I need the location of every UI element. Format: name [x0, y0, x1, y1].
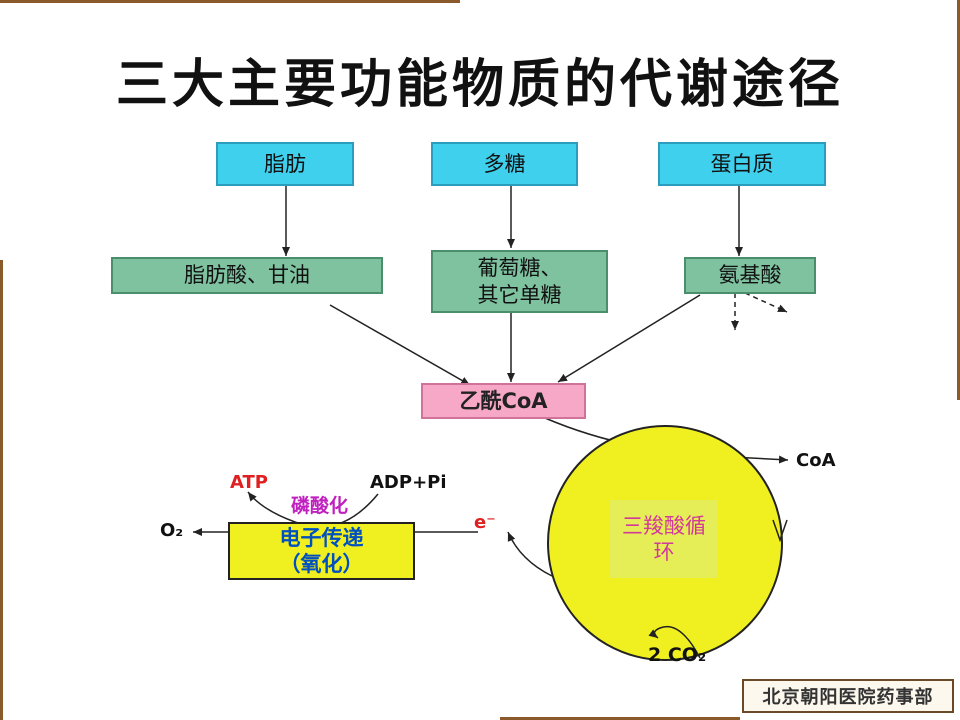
electron-transport-line2: （氧化） [279, 552, 364, 576]
arrow-cycle-to-co2 [648, 625, 701, 659]
oxygen-label: O₂ [160, 520, 184, 541]
page-title: 三大主要功能物质的代谢途径 [115, 55, 844, 115]
frame-top-left-line [0, 0, 460, 3]
arrow-amino-to-acetylcoa [557, 294, 701, 383]
source-polysaccharide-box: 多糖 [431, 142, 578, 186]
co2-output-label: 2 CO₂ [648, 644, 707, 666]
acetyl-coa-box: 乙酰CoA [421, 383, 586, 419]
arrow-cycle-to-electron [507, 531, 553, 577]
fatty-acid-glycerol-box: 脂肪酸、甘油 [111, 257, 383, 294]
tca-label-line2: 环 [653, 540, 675, 564]
adp-pi-label: ADP+Pi [370, 472, 447, 493]
arrow-fattyacid-to-acetylcoa [329, 304, 471, 386]
tca-cycle-direction-arrow [772, 519, 788, 543]
tca-cycle-label: 三羧酸循 环 [610, 500, 718, 578]
electron-transport-box: 电子传递 （氧化） [228, 522, 415, 580]
glucose-label-line2: 其它单糖 [477, 282, 562, 307]
atp-label: ATP [230, 472, 269, 493]
source-fat-box: 脂肪 [216, 142, 354, 186]
glucose-label-line1: 葡萄糖、 [477, 256, 562, 281]
coa-output-label: CoA [796, 450, 836, 471]
frame-bottom-line [500, 717, 740, 720]
phosphorylation-label: 磷酸化 [291, 495, 349, 517]
amino-acid-box: 氨基酸 [684, 257, 816, 294]
source-watermark-logo: 北京朝阳医院药事部 [742, 679, 954, 713]
tca-label-line1: 三羧酸循 [622, 513, 706, 538]
electron-transport-line1: 电子传递 [279, 525, 364, 550]
electron-label: e⁻ [474, 512, 496, 533]
frame-right-line [957, 0, 960, 400]
source-protein-box: 蛋白质 [658, 142, 826, 186]
arrow-amino-dashed-right [744, 292, 788, 313]
frame-left-line [0, 260, 3, 720]
glucose-monosaccharide-box: 葡萄糖、 其它单糖 [431, 250, 608, 313]
